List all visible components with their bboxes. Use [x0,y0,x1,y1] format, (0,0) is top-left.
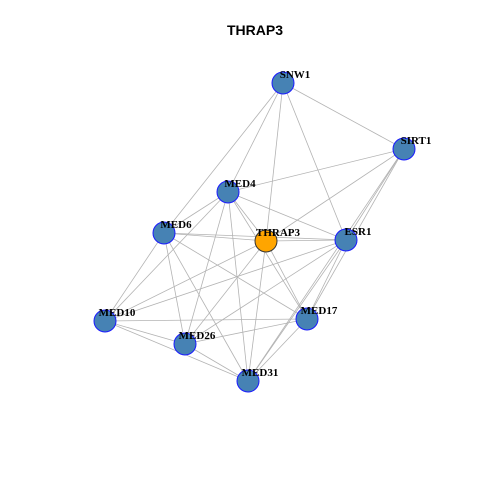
edge-med4-med10 [104,191,229,322]
edge-med17-med31 [247,318,308,382]
edge-med10-med17 [104,318,308,322]
edge-esr1-med10 [104,239,347,322]
node-snw1 [271,71,295,95]
edge-med6-med10 [104,232,165,322]
edge-esr1-med26 [184,239,347,345]
node-med31 [236,369,260,393]
edge-sirt1-esr1 [345,148,405,241]
nodes-layer [93,71,416,393]
node-label-med31: MED31 [242,367,279,379]
node-label-snw1: SNW1 [280,69,311,81]
edge-med6-thrap3 [163,232,267,242]
edge-snw1-thrap3 [265,82,284,242]
node-med4 [216,180,240,204]
node-label-med26: MED26 [179,330,216,342]
edge-sirt1-thrap3 [265,148,405,242]
edge-med4-med6 [163,191,229,234]
edge-sirt1-med4 [227,148,405,193]
node-esr1 [334,228,358,252]
node-thrap3 [254,229,278,253]
edge-med6-med26 [163,232,186,345]
edge-snw1-esr1 [282,82,347,241]
node-label-med4: MED4 [224,178,256,190]
edge-thrap3-med10 [104,240,267,322]
edge-thrap3-med31 [247,240,267,382]
node-label-thrap3: THRAP3 [256,227,301,239]
edge-med4-med26 [184,191,229,345]
edge-med4-med31 [227,191,249,382]
edge-med6-med17 [163,232,308,320]
edge-snw1-sirt1 [282,82,405,150]
edge-thrap3-esr1 [265,239,347,242]
node-med6 [152,221,176,245]
edge-med4-med17 [227,191,308,320]
node-label-sirt1: SIRT1 [401,135,432,147]
edge-med26-med17 [184,318,308,345]
edge-snw1-med4 [227,82,284,193]
edge-med10-med26 [104,320,186,345]
edge-med6-esr1 [163,232,347,241]
node-label-med17: MED17 [301,305,338,317]
edge-snw1-med6 [163,82,284,234]
node-label-med6: MED6 [160,219,192,231]
node-med17 [295,307,319,331]
diagram-title: THRAP3 [227,22,283,38]
node-label-esr1: ESR1 [345,226,372,238]
node-med26 [173,332,197,356]
edge-sirt1-med31 [247,148,405,382]
edge-med4-esr1 [227,191,347,241]
edge-med6-med31 [163,232,249,382]
edge-thrap3-med26 [184,240,267,345]
node-med10 [93,309,117,333]
edge-esr1-med31 [247,239,347,382]
node-label-med10: MED10 [99,307,136,319]
edge-med26-med31 [184,343,249,382]
edge-esr1-med17 [306,239,347,320]
node-sirt1 [392,137,416,161]
